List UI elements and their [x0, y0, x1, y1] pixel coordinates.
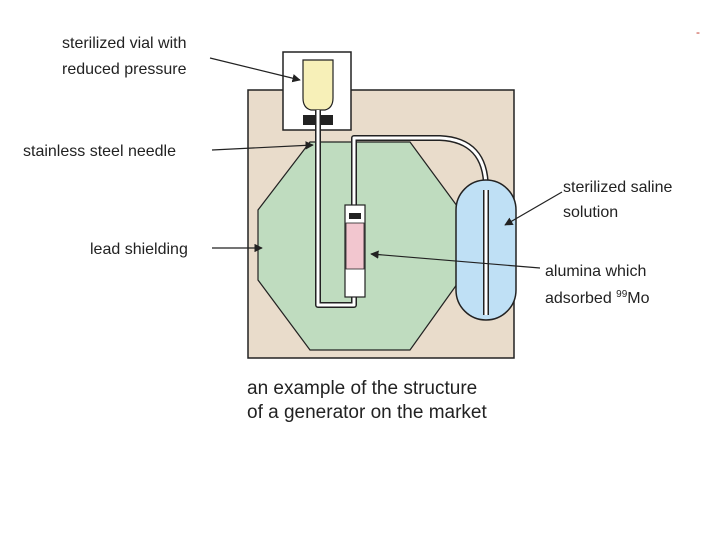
isotope-symbol: Mo	[627, 290, 649, 307]
needle-arrow	[211, 141, 314, 151]
corner-mark: -	[696, 25, 700, 39]
vial-arrow	[209, 57, 301, 83]
alumina-column	[345, 222, 365, 270]
alumina-label: alumina which adsorbed 99Mo	[545, 263, 651, 307]
diagram-caption: an example of the structure of a generat…	[247, 378, 487, 423]
saline-label: sterilized saline solution	[563, 179, 677, 221]
needle-label: stainless steel needle	[23, 143, 176, 160]
column-top-cap	[349, 213, 361, 219]
alumina-arrow	[370, 250, 541, 269]
lead-shielding-label: lead shielding	[90, 241, 188, 258]
isotope-mass-number: 99	[616, 289, 628, 300]
sterilized-vial	[302, 59, 334, 111]
saline-arrow	[504, 191, 563, 226]
vial-label: sterilized vial with reduced pressure	[62, 35, 191, 78]
